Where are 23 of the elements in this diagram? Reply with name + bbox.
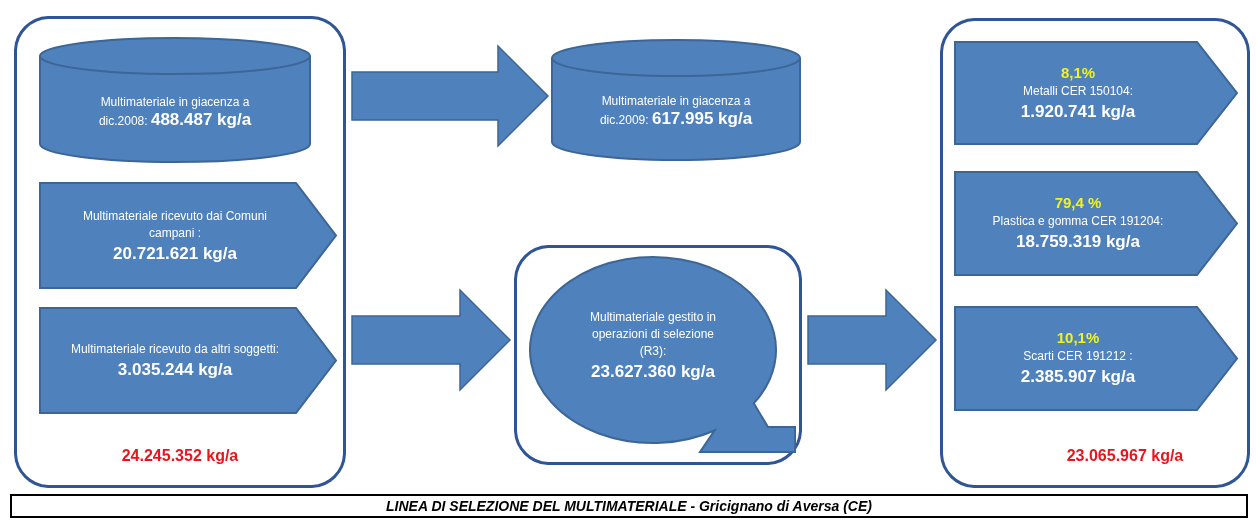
node-label: Scarti CER 191212 : <box>1023 348 1133 365</box>
percentage-label: 79,4 % <box>1054 194 1102 211</box>
block-arrow <box>351 288 512 392</box>
quantity-value: 3.035.244 kg/a <box>117 360 233 380</box>
total-value: 23.065.967 kg/a <box>1066 447 1184 465</box>
node-label: Plastica e gomma CER 191204: <box>992 213 1164 230</box>
block-arrow <box>351 44 550 148</box>
node-label: Multimateriale ricevuto dai Comuni campani : <box>81 207 269 242</box>
quantity-value: 2.385.907 kg/a <box>1020 367 1136 387</box>
node-label: Metalli CER 150104: <box>1022 83 1134 100</box>
node-label: Multimateriale gestito in operazioni di selezione (R3): <box>588 308 718 360</box>
node-label: Multimateriale in giacenza a dic.2009: 617.995 kg/a <box>598 93 754 129</box>
quantity-value: 18.759.319 kg/a <box>1016 232 1140 252</box>
caption: LINEA DI SELEZIONE DEL MULTIMATERIALE - Gricignano di Aversa (CE) <box>10 494 1248 518</box>
percentage-label: 10,1% <box>1056 329 1100 346</box>
percentage-label: 8,1% <box>1060 64 1096 81</box>
node-label: Multimateriale in giacenza a dic.2008: 488.487 kg/a <box>97 94 253 130</box>
total-value: 24.245.352 kg/a <box>121 447 239 465</box>
node-label: Multimateriale ricevuto da altri soggetti: <box>70 341 280 358</box>
quantity-value: 23.627.360 kg/a <box>591 361 715 382</box>
quantity-value: 20.721.621 kg/a <box>113 243 237 264</box>
quantity-value: 1.920.741 kg/a <box>1020 102 1136 122</box>
block-arrow <box>807 288 938 392</box>
